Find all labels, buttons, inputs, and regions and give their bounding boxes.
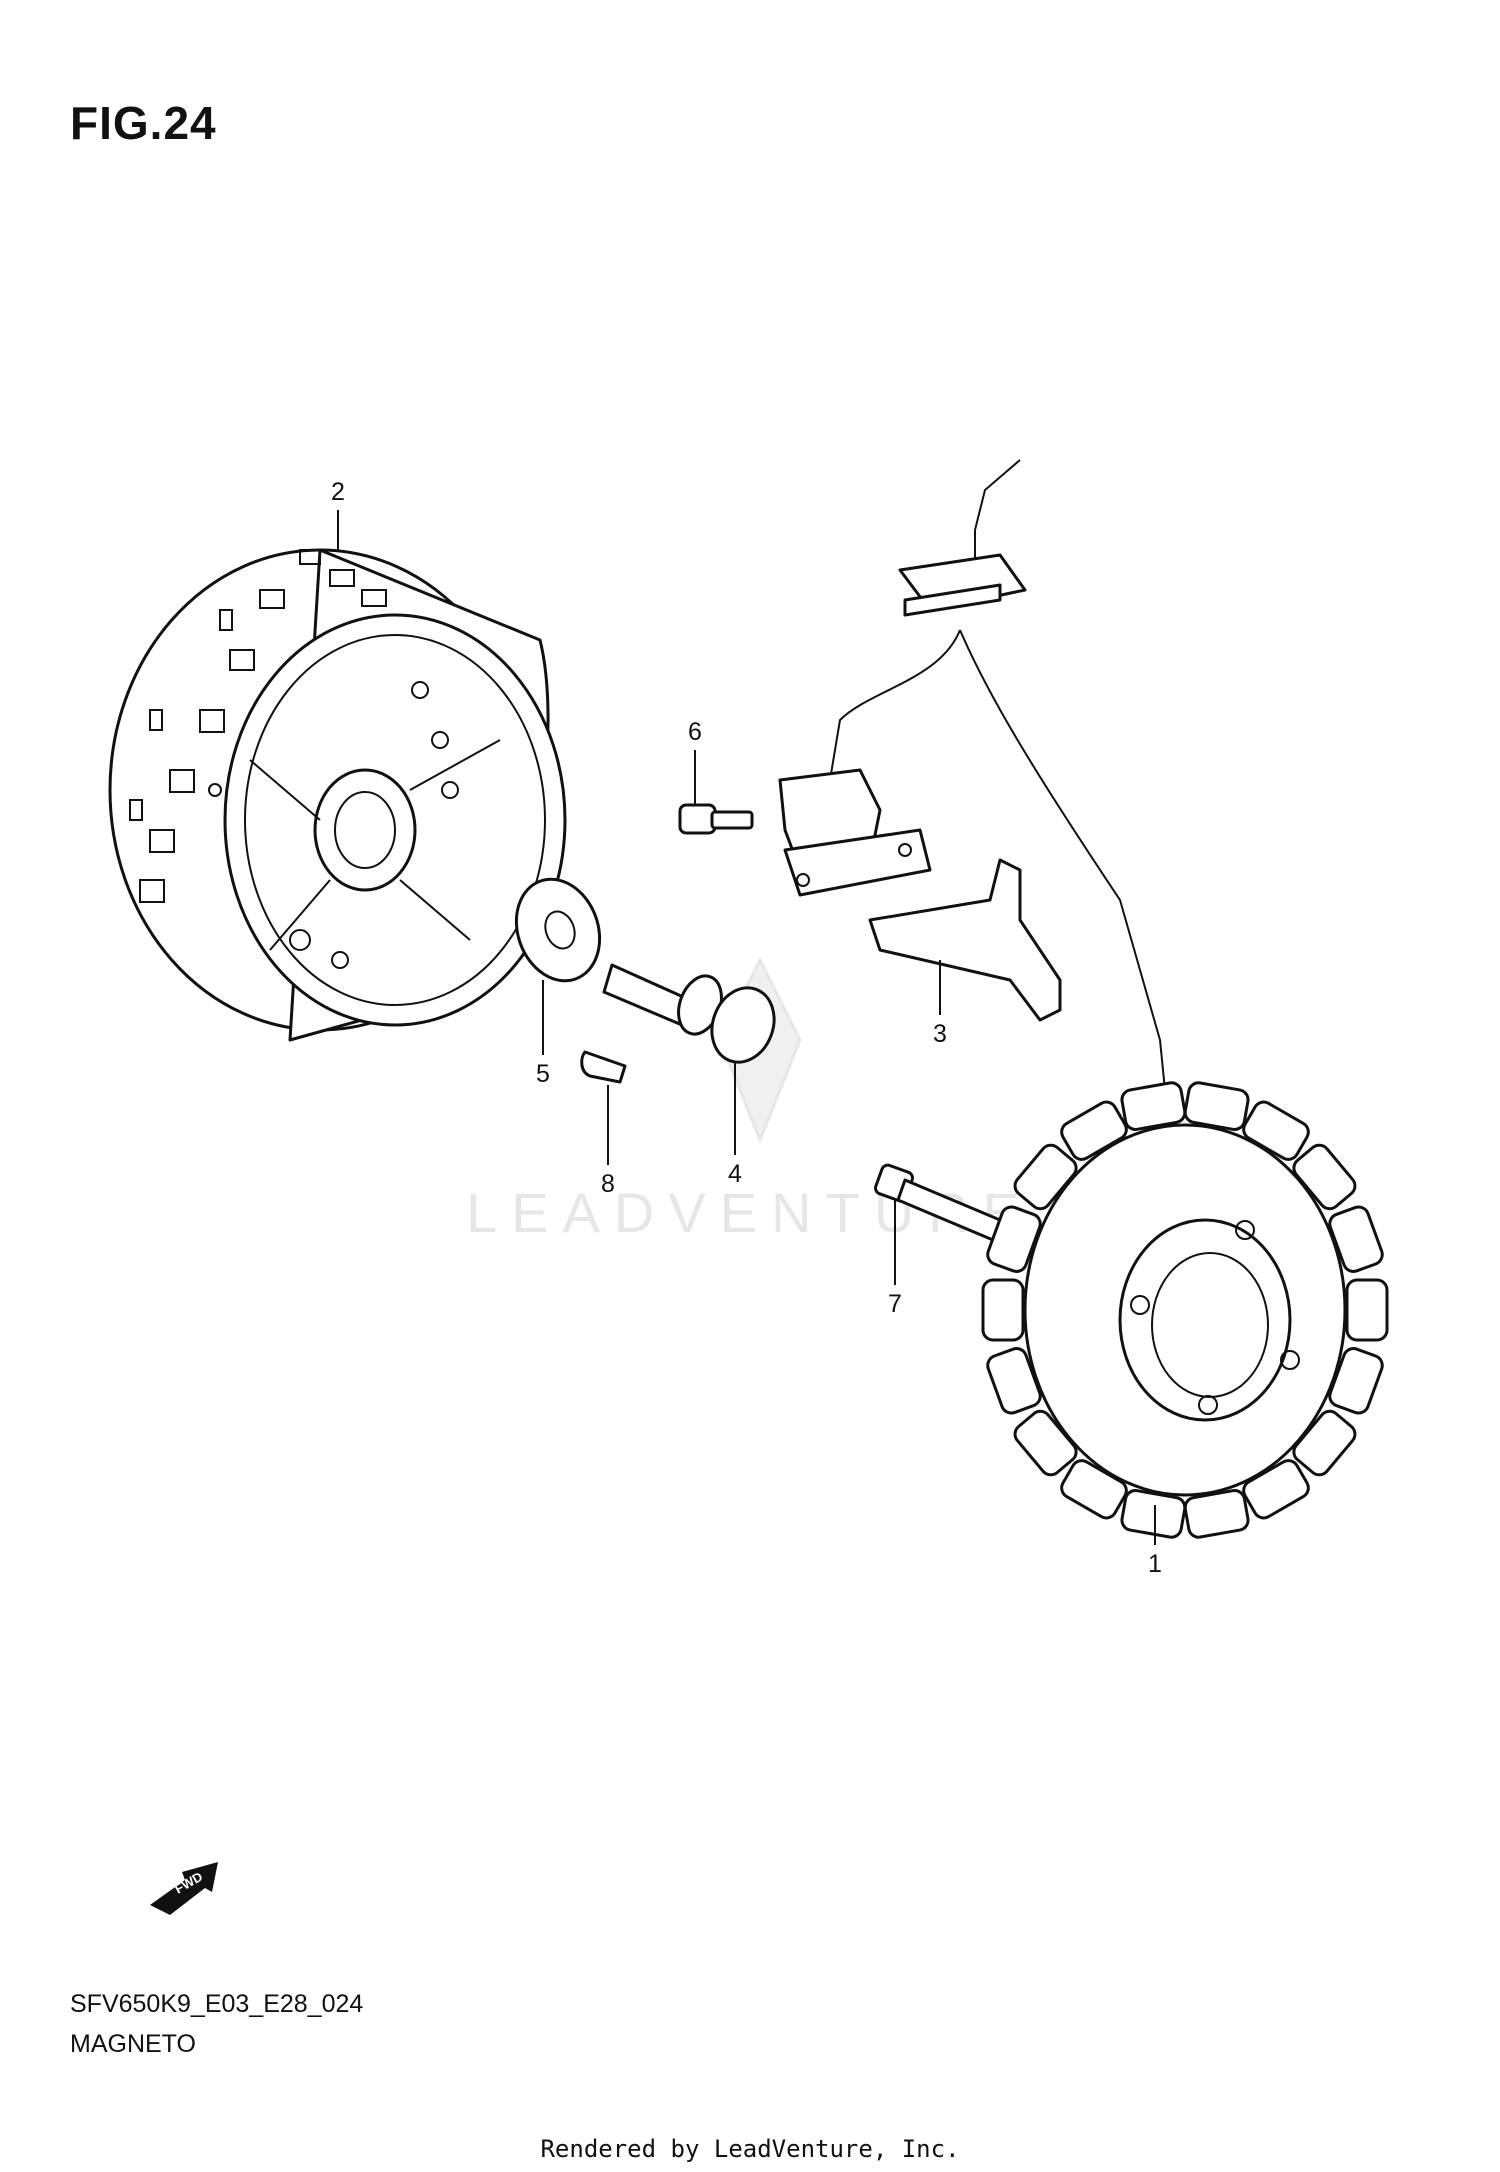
stator-coil-tooth (1013, 1409, 1078, 1477)
bracket (868, 858, 1062, 1022)
stator-coil-tooth (1328, 1205, 1384, 1273)
stator-coil-tooth (1060, 1100, 1128, 1161)
stator-coil-tooth (1120, 1081, 1187, 1131)
stator-coil-tooth (1183, 1489, 1250, 1539)
callout-labels: 1 2 3 4 5 6 7 8 (331, 478, 1162, 1578)
callout-leaders (337, 510, 1156, 1545)
section-name: MAGNETO (70, 2030, 196, 2058)
stator-coil-tooth (986, 1205, 1042, 1273)
render-credit: Rendered by LeadVenture, Inc. (540, 2135, 960, 2163)
callout-6: 6 (688, 718, 702, 746)
screw (678, 803, 754, 835)
rotor (108, 548, 567, 1042)
washer (514, 877, 602, 983)
figure-title: FIG.24 (70, 97, 217, 149)
callout-5: 5 (536, 1060, 550, 1088)
key (580, 1050, 627, 1084)
callout-3: 3 (933, 1020, 947, 1048)
callout-7: 7 (888, 1290, 902, 1318)
callout-1: 1 (1148, 1550, 1162, 1578)
stator-coil-tooth (1345, 1278, 1389, 1342)
forward-arrow-icon: FWD (150, 1862, 218, 1915)
stator-coil-tooth (1242, 1459, 1310, 1520)
stator-coil-tooth (986, 1347, 1042, 1415)
stator-coil-tooth (1120, 1489, 1187, 1539)
stator-coil-tooth (1013, 1143, 1078, 1211)
stator-coil-tooth (981, 1278, 1025, 1342)
model-code: SFV650K9_E03_E28_024 (70, 1990, 364, 2018)
stator-coil-tooth (1292, 1409, 1357, 1477)
pickup-coil (778, 459, 1166, 1091)
callout-8: 8 (601, 1170, 615, 1198)
stator-coil-tooth (1242, 1100, 1310, 1161)
stator (981, 1081, 1389, 1539)
stator-coil-tooth (1292, 1143, 1357, 1211)
rotor-bolt (602, 963, 776, 1064)
callout-4: 4 (728, 1160, 742, 1188)
stator-coil-tooth (1183, 1081, 1250, 1131)
stator-coil-tooth (1060, 1459, 1128, 1520)
stator-coil-tooth (1328, 1347, 1384, 1415)
callout-2: 2 (331, 478, 345, 506)
